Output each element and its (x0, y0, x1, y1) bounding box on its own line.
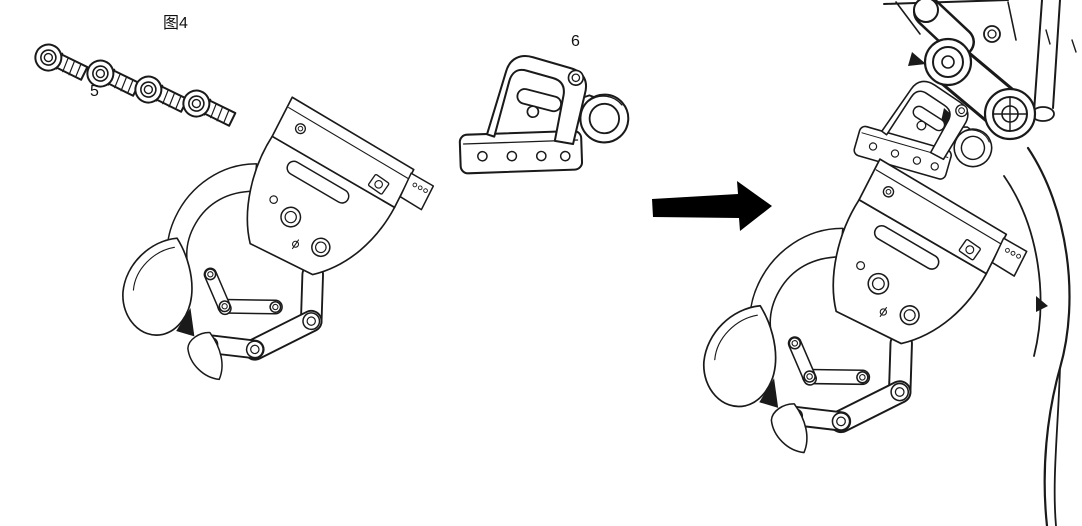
assembly-arrow (652, 181, 772, 231)
screw-icon (130, 72, 192, 116)
part-label-5: 5 (90, 83, 99, 100)
assembled-view (685, 0, 1077, 526)
screw-set (30, 40, 240, 130)
gripper-assembled (685, 130, 1031, 498)
screw-icon (178, 86, 240, 130)
part-label-6: 6 (571, 33, 580, 50)
figure-caption: 图4 (163, 15, 188, 32)
bracket-part (457, 52, 632, 185)
screw-icon (30, 40, 92, 84)
gripper-exploded-view (105, 69, 438, 423)
